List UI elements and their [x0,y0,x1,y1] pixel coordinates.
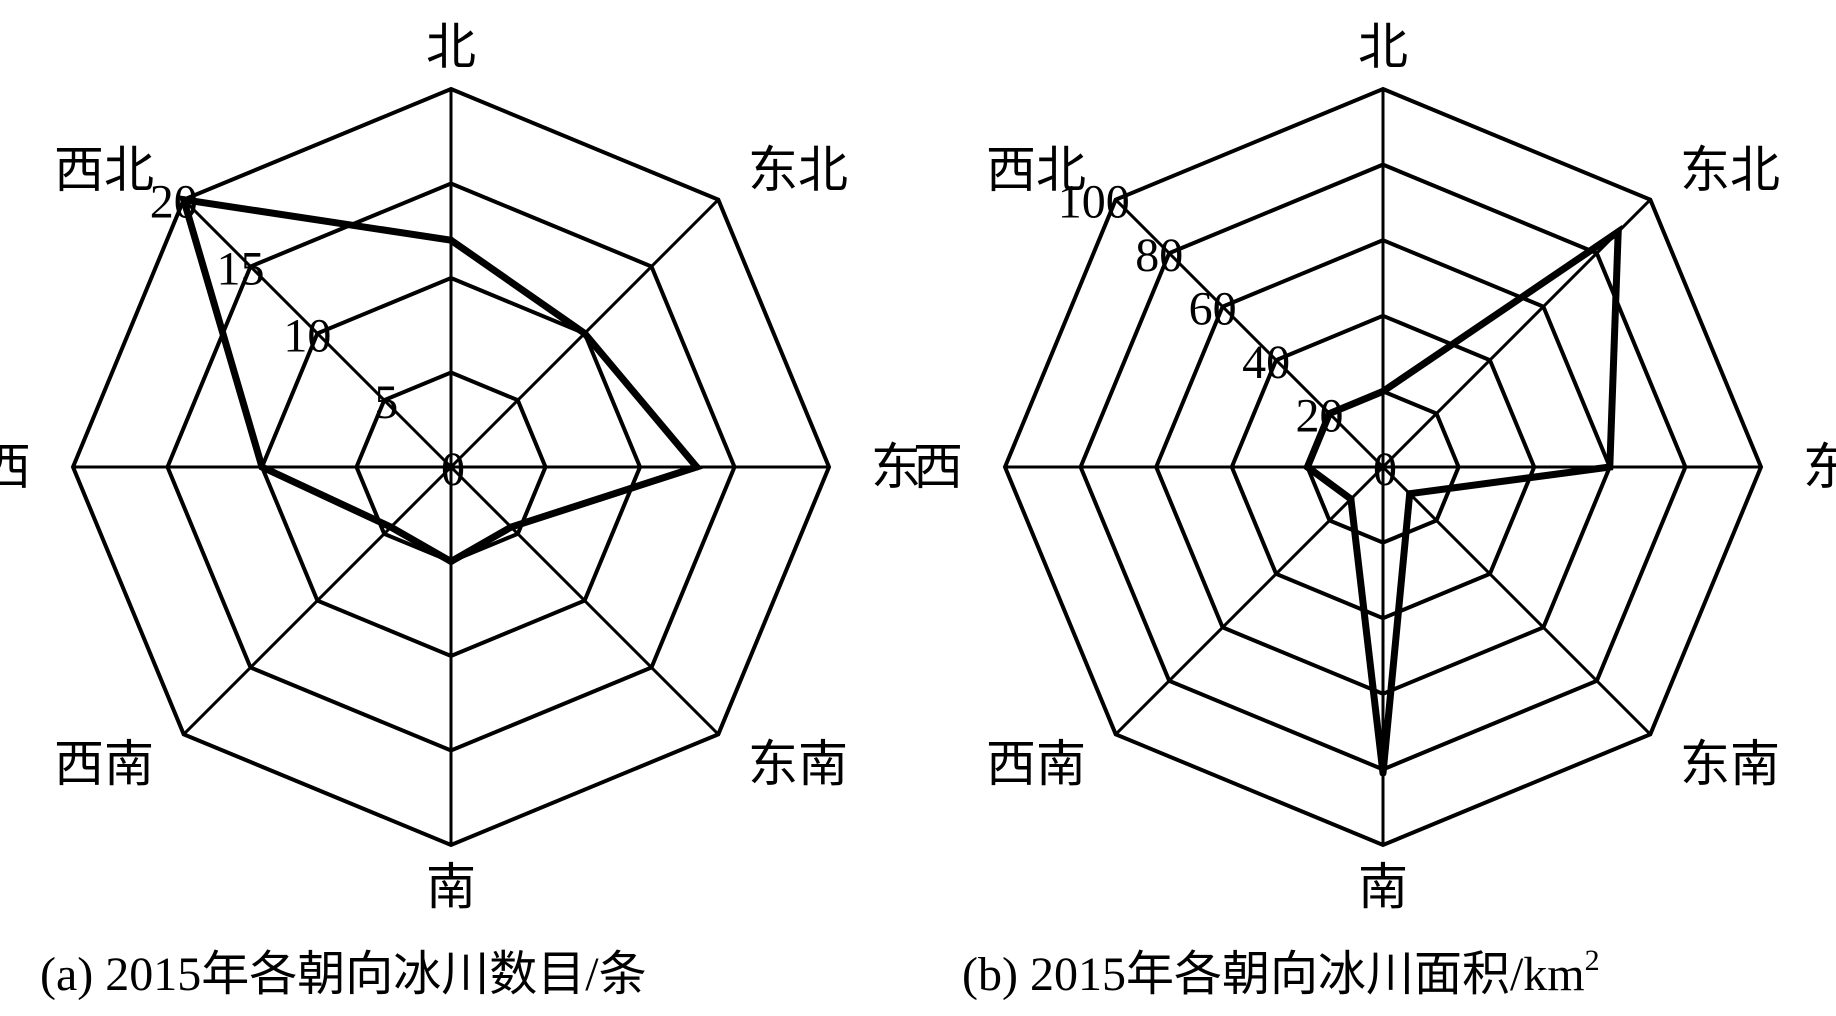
data-point [258,463,266,471]
data-point [180,196,188,204]
direction-label: 南 [426,858,476,916]
tick-label: 40 [1242,336,1290,389]
data-point [387,523,395,531]
data-point [1606,463,1614,471]
direction-label: 西南 [986,735,1086,793]
direction-label: 北 [426,18,476,76]
chart-b-title-superscript: 2 [1585,944,1600,977]
data-point [1347,495,1355,503]
axis-spoke [1381,465,1652,736]
data-point [1303,463,1311,471]
data-point [1614,228,1622,236]
direction-label: 西北 [986,141,1086,199]
axis-spoke [1114,465,1385,736]
direction-label: 东南 [748,735,848,793]
axis-spoke [182,198,453,469]
tick-label: 100 [1058,176,1130,229]
tick-label: 5 [374,376,398,429]
chart-b-title: (b) 2015年各朝向冰川面积/km2 [962,944,1600,1001]
direction-label: 东北 [1680,141,1780,199]
chart-a-title: (a) 2015年各朝向冰川数目/条 [40,948,647,1001]
tick-label: 15 [217,243,265,296]
axis-spoke [182,465,453,736]
tick-label: 60 [1189,283,1237,336]
direction-label: 东 [1803,438,1836,496]
direction-label: 西南 [54,735,154,793]
direction-label: 西 [913,438,963,496]
data-point [693,463,701,471]
data-point [507,523,515,531]
direction-label: 西 [0,438,31,496]
axis-spoke [449,465,720,736]
tick-label: 0 [441,443,465,496]
data-point [447,558,455,565]
data-point [447,236,455,244]
tick-label: 10 [283,309,331,362]
direction-label: 南 [1358,858,1408,916]
direction-label: 西北 [54,141,154,199]
tick-label: 80 [1135,229,1183,282]
data-point [1379,769,1387,777]
data-point [1406,490,1414,498]
data-point [1379,387,1387,395]
direction-label: 北 [1358,18,1408,76]
data-point [1326,410,1333,417]
chart-b-title-main: (b) 2015年各朝向冰川面积/km [962,948,1585,1001]
direction-label: 东 [871,438,921,496]
data-point [581,329,589,337]
direction-label: 东北 [748,141,848,199]
axis-spoke [1114,198,1385,469]
direction-label: 东南 [1680,735,1780,793]
tick-label: 0 [1373,443,1397,496]
